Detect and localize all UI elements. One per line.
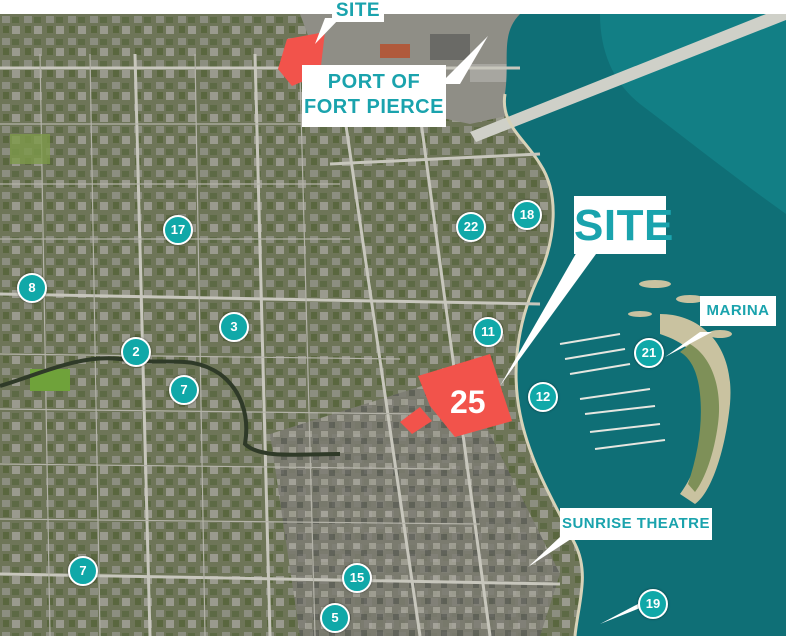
- creek: [0, 356, 341, 457]
- marina-pointer: [665, 332, 712, 357]
- marker-11[interactable]: 11: [473, 317, 503, 347]
- marker-22[interactable]: 22: [456, 212, 486, 242]
- port-label: PORT OF FORT PIERCE: [302, 65, 446, 127]
- main-site-parcel-secondary: [400, 407, 432, 434]
- marker-17[interactable]: 17: [163, 215, 193, 245]
- marker-2[interactable]: 2: [121, 337, 151, 367]
- marker-3[interactable]: 3: [219, 312, 249, 342]
- sunrise-theatre-label: SUNRISE THEATRE: [560, 508, 712, 540]
- water-area: [504, 14, 786, 636]
- marker-21[interactable]: 21: [634, 338, 664, 368]
- marker-19[interactable]: 19: [638, 589, 668, 619]
- causeway-bridge: [470, 14, 786, 142]
- marina-docks: [559, 333, 666, 450]
- marker-7-upper[interactable]: 7: [169, 375, 199, 405]
- top-site-pointer: [315, 18, 340, 44]
- marina-label: MARINA: [700, 296, 776, 326]
- marker-8[interactable]: 8: [17, 273, 47, 303]
- main-site-parcel: [418, 354, 512, 437]
- spoil-island: [660, 314, 731, 504]
- main-site-pointer: [500, 250, 596, 386]
- sunrise-theatre-pointer: [528, 537, 574, 567]
- port-label-line: PORT OF FORT PIERCE: [304, 71, 444, 118]
- marker-7-lower[interactable]: 7: [68, 556, 98, 586]
- marker-5[interactable]: 5: [320, 603, 350, 633]
- marker-15[interactable]: 15: [342, 563, 372, 593]
- site-number-label: 25: [450, 384, 486, 420]
- marker-18[interactable]: 18: [512, 200, 542, 230]
- marker-12[interactable]: 12: [528, 382, 558, 412]
- top-site-label: SITE: [332, 0, 384, 22]
- port-pointer: [440, 36, 488, 84]
- main-site-label: SITE: [574, 196, 673, 254]
